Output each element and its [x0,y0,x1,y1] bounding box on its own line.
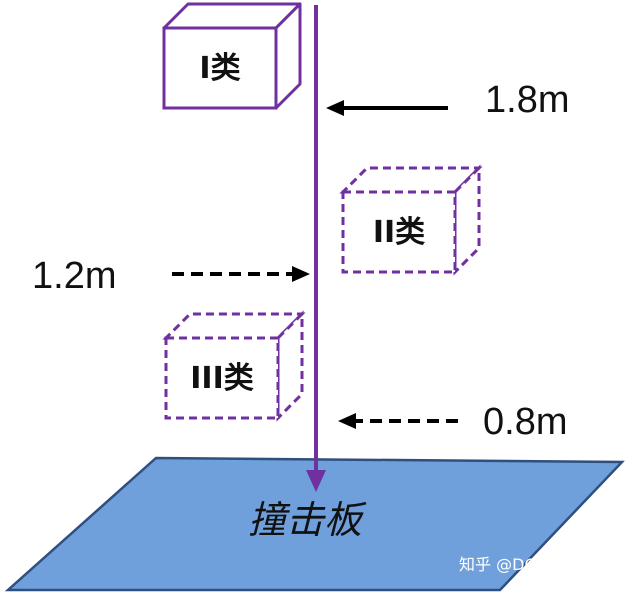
height-label-1-8m: 1.8m [485,79,569,121]
box-class-3: III类 [162,310,306,422]
box-class-2-label: II类 [373,215,425,250]
impact-plate-surface [4,456,625,592]
height-marker-1-2m: 1.2m [32,255,310,297]
box-class-1-label: I类 [199,51,240,86]
height-arrow-1-2m-head [292,266,310,282]
height-label-0-8m: 0.8m [483,401,567,443]
impact-plate-label: 撞击板 [248,498,367,542]
drop-line [306,5,326,492]
box-class-3-label: III类 [190,361,254,396]
height-label-1-2m: 1.2m [32,255,116,297]
height-marker-1-8m: 1.8m [326,79,569,121]
box-class-2: II类 [339,164,483,276]
impact-plate: 撞击板 知乎 @DG logistics [4,456,625,592]
watermark: 知乎 @DG logistics [459,555,607,574]
height-arrow-0-8m-head [338,413,356,429]
height-arrow-1-8m-head [326,100,344,116]
height-marker-0-8m: 0.8m [338,401,567,443]
drop-line-arrowhead [306,470,326,492]
box-class-1: I类 [162,2,302,110]
